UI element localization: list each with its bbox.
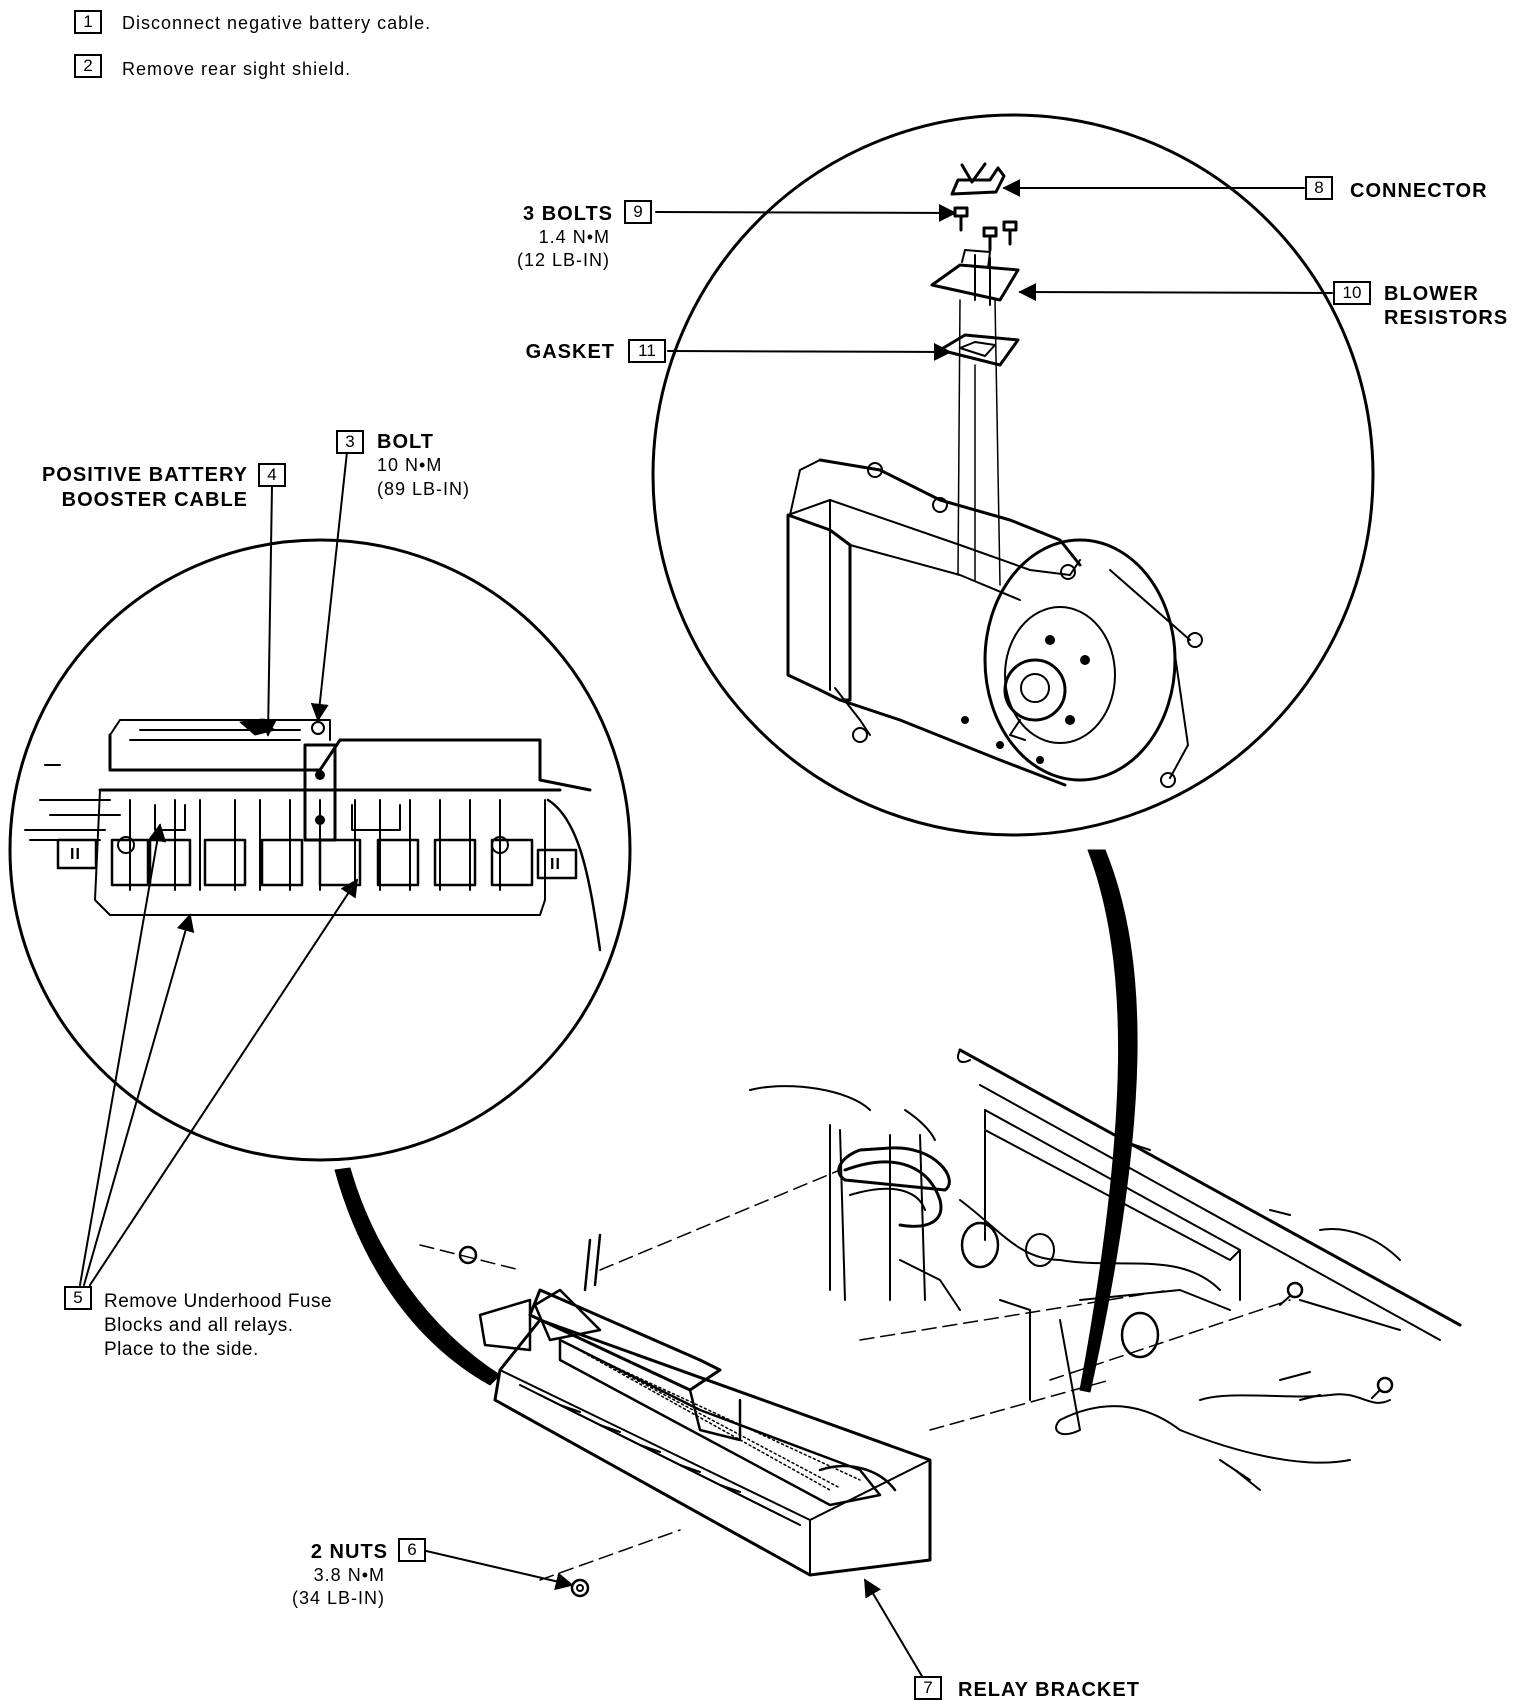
leader-relay-bracket [864, 1578, 927, 1684]
callout-torque: 3.8 N•M [313, 1565, 385, 1585]
blower-detail-circle [651, 113, 1375, 837]
callout-number-box: 6 [398, 1538, 426, 1562]
leader-fuse-b [83, 913, 195, 1286]
callout-torque-alt: (34 LB-IN) [291, 1588, 385, 1608]
callout-number-box: 4 [258, 463, 286, 487]
detail-band-right [1079, 849, 1138, 1393]
callout-title: 2 NUTS [310, 1541, 388, 1563]
callout-text: Remove Underhood Fuse Blocks and all rel… [104, 1291, 333, 1360]
callout-number-box: 8 [1305, 176, 1333, 200]
callout-line1: BLOWER [1384, 283, 1479, 305]
relay-tag-right: II [550, 856, 561, 873]
callout-number-box: 7 [914, 1676, 942, 1700]
alignment-dash-lines [419, 1169, 1291, 1581]
callout-number-box: 11 [628, 339, 666, 363]
callout-title: CONNECTOR [1350, 180, 1488, 202]
callout-number-box: 9 [624, 200, 652, 224]
connector-part [950, 162, 1006, 196]
callout-torque: 1.4 N•M [538, 227, 610, 247]
step-number-box: 2 [74, 54, 102, 78]
callout-torque: 10 N•M [377, 455, 443, 475]
blower-housing [786, 458, 1203, 788]
callout-number-box: 3 [336, 430, 364, 454]
leader-bolt [310, 451, 348, 722]
leader-nuts [421, 1549, 574, 1591]
relay-tag-left: II [70, 846, 81, 863]
fuse-block-assembly [24, 719, 602, 952]
gasket-part [938, 333, 1020, 367]
callout-number-box: 10 [1333, 281, 1371, 305]
step-text: Remove rear sight shield. [122, 59, 352, 79]
leader-blower-resistors [1018, 283, 1333, 302]
callout-title: BOLT [377, 431, 434, 453]
fuse-block-detail-circle [8, 538, 632, 1162]
callout-line2: BOOSTER CABLE [61, 489, 248, 511]
leader-fuse-c [89, 878, 358, 1286]
callout-torque-alt: (12 LB-IN) [516, 250, 610, 270]
three-bolts-part [953, 206, 1018, 252]
callout-line2: RESISTORS [1384, 307, 1509, 329]
callout-number-box: 5 [64, 1286, 92, 1310]
relay-bracket-part [478, 1233, 932, 1577]
step-text: Disconnect negative battery cable. [122, 13, 432, 33]
blower-resistors-part [930, 249, 1020, 306]
leader-lines [79, 179, 1333, 1684]
detail-band-left [334, 1167, 501, 1386]
step-number-box: 1 [74, 10, 102, 34]
leader-gasket [667, 342, 952, 361]
callout-line1: POSITIVE BATTERY [41, 464, 248, 486]
callout-title: 3 BOLTS [523, 203, 613, 225]
vehicle-engine-area [749, 1048, 1462, 1491]
leader-fuse-a [79, 823, 167, 1286]
leader-positive-cable [259, 485, 278, 737]
callout-torque-alt: (89 LB-IN) [377, 479, 471, 499]
leader-three-bolts [655, 203, 957, 222]
callout-title: RELAY BRACKET [958, 1679, 1140, 1701]
callout-title: GASKET [525, 341, 615, 363]
